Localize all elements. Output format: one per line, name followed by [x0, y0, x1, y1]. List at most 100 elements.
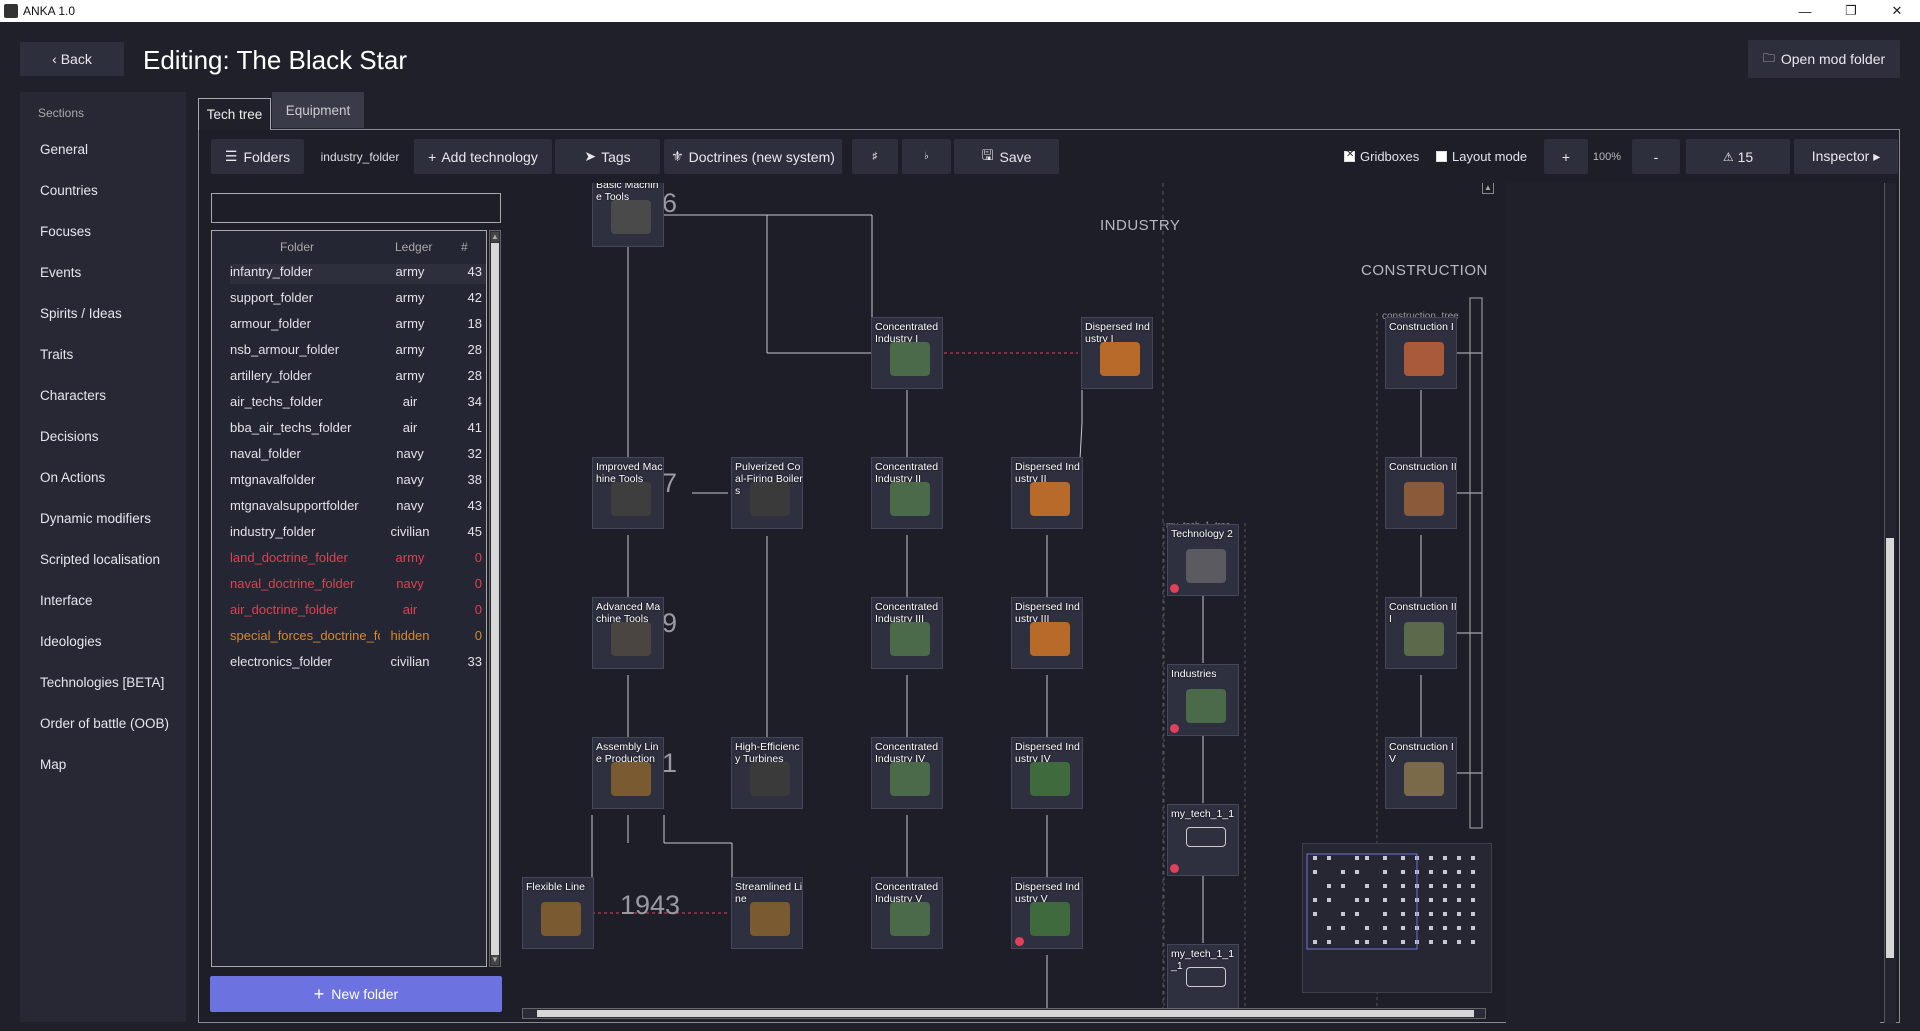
scroll-up-icon[interactable]: ▲ [491, 232, 499, 242]
new-folder-button[interactable]: +New folder [210, 976, 502, 1012]
tech-node[interactable]: Construction III [1385, 597, 1457, 669]
tech-tree-canvas[interactable]: INDUSTRY CONSTRUCTION construction_tree … [512, 183, 1506, 1010]
sidebar-item-map[interactable]: Map [40, 757, 67, 772]
sidebar-item-spirits-ideas[interactable]: Spirits / Ideas [40, 306, 122, 321]
scroll-thumb[interactable] [537, 1010, 1474, 1017]
back-button[interactable]: ‹ Back [20, 42, 124, 76]
layout-mode-checkbox[interactable] [1436, 151, 1447, 162]
tech-node[interactable]: Assembly Line Production [592, 737, 664, 809]
tech-node[interactable]: my_tech_1_1 [1167, 804, 1239, 876]
folder-search-input[interactable] [211, 193, 501, 223]
tech-node[interactable]: Concentrated Industry III [871, 597, 943, 669]
tech-node[interactable]: Dispersed Industry IV [1011, 737, 1083, 809]
sidebar-item-countries[interactable]: Countries [40, 183, 98, 198]
sidebar-item-focuses[interactable]: Focuses [40, 224, 92, 239]
tech-node[interactable]: Construction II [1385, 457, 1457, 529]
tech-node[interactable]: Dispersed Industry V [1011, 877, 1083, 949]
sidebar-item-oob[interactable]: Order of battle (OOB) [40, 716, 170, 731]
collapse-icon[interactable]: ▲ [1482, 183, 1494, 194]
scroll-down-icon[interactable]: ▼ [491, 955, 499, 965]
save-button[interactable]: 🖫Save [954, 139, 1059, 174]
tech-node[interactable]: Concentrated Industry IV [871, 737, 943, 809]
tech-node[interactable]: Basic Machine Tools [592, 183, 664, 247]
minimize-icon[interactable]: — [1798, 3, 1812, 19]
restore-icon[interactable]: ❐ [1845, 3, 1857, 18]
tech-node[interactable]: Concentrated Industry I [871, 317, 943, 389]
tech-node[interactable]: Improved Machine Tools [592, 457, 664, 529]
tech-node[interactable]: Dispersed Industry II [1011, 457, 1083, 529]
tech-node[interactable]: Concentrated Industry V [871, 877, 943, 949]
layout-mode-toggle[interactable]: Layout mode [1436, 139, 1536, 174]
gridboxes-toggle[interactable]: ✕Gridboxes [1344, 149, 1420, 164]
tech-node[interactable]: Flexible Line [522, 877, 594, 949]
tech-node[interactable]: Construction I [1385, 317, 1457, 389]
folder-list-scrollbar[interactable]: ▲ ▼ [489, 230, 501, 967]
tech-node[interactable]: High-Efficiency Turbines [731, 737, 803, 809]
inspector-button[interactable]: Inspector ▸ [1794, 139, 1898, 174]
tech-node[interactable]: Technology 2 [1167, 524, 1239, 596]
tech-node[interactable]: Concentrated Industry II [871, 457, 943, 529]
tech-node[interactable]: Streamlined Line [731, 877, 803, 949]
add-technology-button[interactable]: +Add technology [414, 139, 552, 174]
sidebar-item-dynamic-modifiers[interactable]: Dynamic modifiers [40, 511, 152, 526]
minimap[interactable] [1302, 843, 1492, 993]
scroll-thumb[interactable] [491, 243, 499, 955]
tech-node[interactable]: Dispersed Industry I [1081, 317, 1153, 389]
minimap-node [1443, 884, 1447, 888]
tech-node[interactable]: Advanced Machine Tools [592, 597, 664, 669]
column-header-count[interactable]: # [461, 240, 468, 254]
minimap-node [1355, 912, 1359, 916]
tags-button[interactable]: ➤Tags [555, 139, 660, 174]
sidebar-item-technologies[interactable]: Technologies [BETA] [40, 675, 165, 690]
gridboxes-checkbox[interactable]: ✕ [1344, 149, 1355, 162]
close-icon[interactable]: ✕ [1891, 3, 1903, 18]
column-header-ledger[interactable]: Ledger [395, 240, 433, 254]
tab-tech-tree[interactable]: Tech tree [198, 98, 271, 130]
tech-node[interactable]: Construction IV [1385, 737, 1457, 809]
sidebar-item-events[interactable]: Events [40, 265, 82, 280]
warnings-button[interactable]: ⚠15 [1686, 139, 1790, 174]
zoom-in-button[interactable]: + [1544, 139, 1588, 174]
sidebar-item-scripted-localisation[interactable]: Scripted localisation [40, 552, 161, 567]
tech-node[interactable]: Dispersed Industry III [1011, 597, 1083, 669]
sidebar-item-decisions[interactable]: Decisions [40, 429, 99, 444]
tech-node[interactable]: my_tech_1_1_1 [1167, 944, 1239, 1010]
sidebar-item-ideologies[interactable]: Ideologies [40, 634, 102, 649]
tab-equipment[interactable]: Equipment [272, 92, 364, 128]
doctrines-button[interactable]: ⚜Doctrines (new system) [664, 139, 842, 174]
zoom-out-button[interactable]: - [1632, 139, 1680, 174]
sidebar-item-general[interactable]: General [40, 142, 89, 157]
column-header-folder[interactable]: Folder [280, 240, 315, 254]
tech-node[interactable]: Industries [1167, 664, 1239, 736]
open-mod-folder-button[interactable]: 🗀 Open mod folder [1748, 40, 1900, 78]
sidebar-item-interface[interactable]: Interface [40, 593, 93, 608]
sidebar-item-characters[interactable]: Characters [40, 388, 107, 403]
canvas-horizontal-scrollbar[interactable] [522, 1008, 1486, 1019]
pin-right-icon[interactable]: ♭ [902, 139, 951, 174]
tech-node[interactable]: Pulverized Coal-Firing Boilers [731, 457, 803, 529]
inspector-scrollbar[interactable] [1884, 183, 1896, 1023]
sidebar-item-traits[interactable]: Traits [40, 347, 74, 362]
scroll-thumb[interactable] [1886, 538, 1894, 958]
minimap-node [1383, 940, 1387, 944]
folders-button[interactable]: ☰Folders [211, 139, 304, 174]
pin-left-icon[interactable]: ♯ [852, 139, 898, 174]
sidebar-item-on-actions[interactable]: On Actions [40, 470, 106, 485]
folder-ledger: navy [396, 472, 424, 487]
